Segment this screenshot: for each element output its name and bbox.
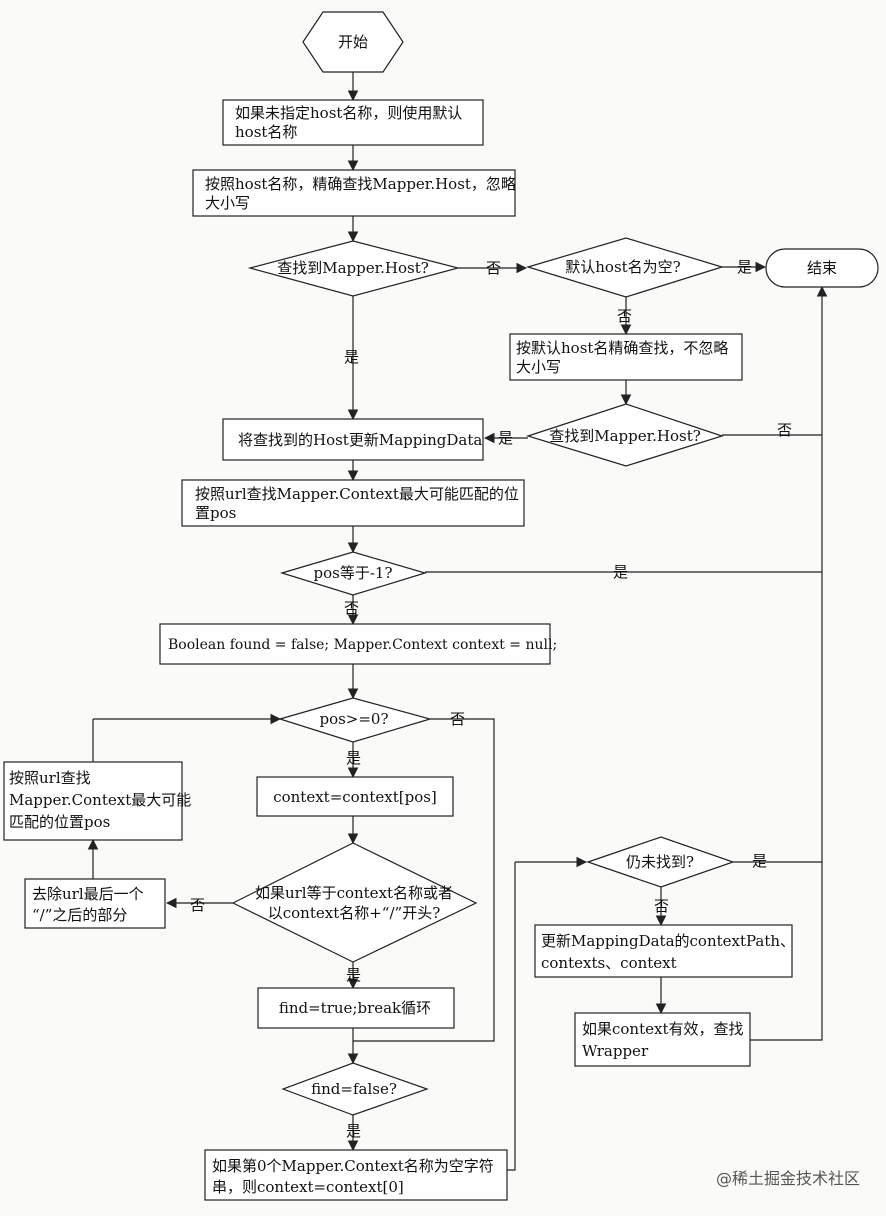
strip-url-box: 去除url最后一个 “/”之后的部分	[24, 878, 166, 929]
strip-url-line1: 去除url最后一个	[32, 885, 144, 903]
url-match-decision: 如果url等于context名称或者 以context名称+“/”开头?	[231, 842, 478, 963]
edge-label-yes: 是	[737, 258, 752, 276]
edge-labels: 否 是 否 是 是 否 是 否 否 是 否 是 是 是 否	[190, 258, 792, 1140]
connectors	[87, 72, 828, 1171]
update-mappingdata-label: 将查找到的Host更新MappingData	[238, 431, 482, 449]
find-host-exact-line1: 按照host名称，精确查找Mapper.Host，忽略	[205, 175, 516, 193]
context-assign-box: context=context[pos]	[256, 776, 454, 817]
edge-label-yes: 是	[498, 429, 513, 447]
edge-label-yes: 是	[346, 966, 361, 984]
found-host-decision: 查找到Mapper.Host?	[247, 240, 461, 297]
found-host-decision-2: 查找到Mapper.Host?	[526, 403, 724, 467]
edge-label-no: 否	[486, 259, 501, 277]
still-not-found-decision-label: 仍未找到?	[626, 853, 694, 871]
pos-eq-decision-label: pos等于-1?	[314, 564, 393, 582]
find-host-exact-box: 按照host名称，精确查找Mapper.Host，忽略 大小写	[192, 169, 516, 217]
edge-label-yes: 是	[346, 1122, 361, 1140]
edge-label-no: 否	[450, 710, 465, 728]
find-context-pos-line2: 置pos	[195, 504, 236, 522]
find-context-pos-2-line2: Mapper.Context最大可能	[9, 791, 191, 809]
init-vars-label: Boolean found = false; Mapper.Context co…	[168, 637, 557, 653]
use-default-host-box: 如果未指定host名称，则使用默认 host名称	[222, 99, 484, 146]
start-label: 开始	[338, 33, 368, 51]
update-context-path-box: 更新MappingData的contextPath、 contexts、cont…	[534, 924, 795, 978]
init-vars-box: Boolean found = false; Mapper.Context co…	[159, 623, 557, 665]
url-match-decision-line2: 以context名称+“/”开头?	[268, 904, 441, 922]
found-host-decision-label: 查找到Mapper.Host?	[277, 259, 429, 277]
still-not-found-decision: 仍未找到?	[586, 836, 735, 888]
find-host-exact-line2: 大小写	[205, 194, 250, 212]
find-wrapper-box: 如果context有效，查找 Wrapper	[574, 1012, 751, 1067]
find-wrapper-line2: Wrapper	[582, 1042, 649, 1060]
find-context-pos-2-box: 按照url查找 Mapper.Context最大可能 匹配的位置pos	[3, 761, 191, 841]
edge-label-yes: 是	[346, 749, 361, 767]
default-host-empty-decision: 默认host名为空?	[525, 237, 725, 298]
find-default-host-line1: 按默认host名精确查找，不忽略	[516, 339, 728, 357]
update-context-path-line1: 更新MappingData的contextPath、	[541, 932, 795, 950]
use-default-host-line2: host名称	[235, 123, 297, 141]
edge-label-no: 否	[777, 421, 792, 439]
find-context-pos-2-line3: 匹配的位置pos	[9, 813, 110, 831]
edge-label-no: 否	[190, 896, 205, 914]
start-node: 开始	[302, 11, 404, 73]
use-default-host-line1: 如果未指定host名称，则使用默认	[235, 104, 462, 122]
find-false-decision-label: find=false?	[311, 1080, 397, 1098]
edge-label-yes: 是	[752, 852, 767, 870]
find-default-host-line2: 大小写	[516, 358, 561, 376]
found-host-decision-2-label: 查找到Mapper.Host?	[549, 427, 701, 445]
update-mappingdata-box: 将查找到的Host更新MappingData	[222, 418, 484, 461]
find-break-box: find=true;break循环	[257, 987, 455, 1029]
edge-label-no: 否	[617, 307, 632, 325]
find-break-label: find=true;break循环	[279, 999, 431, 1017]
find-default-host-box: 按默认host名精确查找，不忽略 大小写	[509, 333, 743, 381]
end-label: 结束	[807, 259, 837, 277]
find-context-pos-line1: 按照url查找Mapper.Context最大可能匹配的位	[195, 485, 519, 503]
find-context-pos-box: 按照url查找Mapper.Context最大可能匹配的位 置pos	[181, 479, 525, 527]
url-match-decision-line1: 如果url等于context名称或者	[255, 884, 453, 902]
pos-ge-decision: pos>=0?	[277, 697, 433, 743]
end-node: 结束	[765, 248, 879, 288]
update-context-path-line2: contexts、context	[541, 954, 677, 972]
edge-label-yes: 是	[344, 348, 359, 366]
edge-label-no: 否	[654, 897, 669, 915]
first-context-empty-line1: 如果第0个Mapper.Context名称为空字符	[212, 1157, 494, 1175]
context-assign-label: context=context[pos]	[273, 788, 437, 806]
pos-eq-decision: pos等于-1?	[279, 551, 428, 596]
find-context-pos-2-line1: 按照url查找	[9, 769, 91, 787]
default-host-empty-decision-label: 默认host名为空?	[565, 258, 680, 276]
watermark: @稀土掘金技术社区	[716, 1169, 860, 1188]
edge-label-no: 否	[344, 599, 359, 617]
first-context-empty-box: 如果第0个Mapper.Context名称为空字符 串，则context=con…	[204, 1149, 508, 1201]
find-wrapper-line1: 如果context有效，查找	[582, 1020, 744, 1038]
find-false-decision: find=false?	[281, 1062, 429, 1116]
first-context-empty-line2: 串，则context=context[0]	[212, 1178, 404, 1196]
pos-ge-decision-label: pos>=0?	[319, 710, 388, 728]
edge-label-yes: 是	[613, 563, 628, 581]
strip-url-line2: “/”之后的部分	[32, 906, 127, 924]
